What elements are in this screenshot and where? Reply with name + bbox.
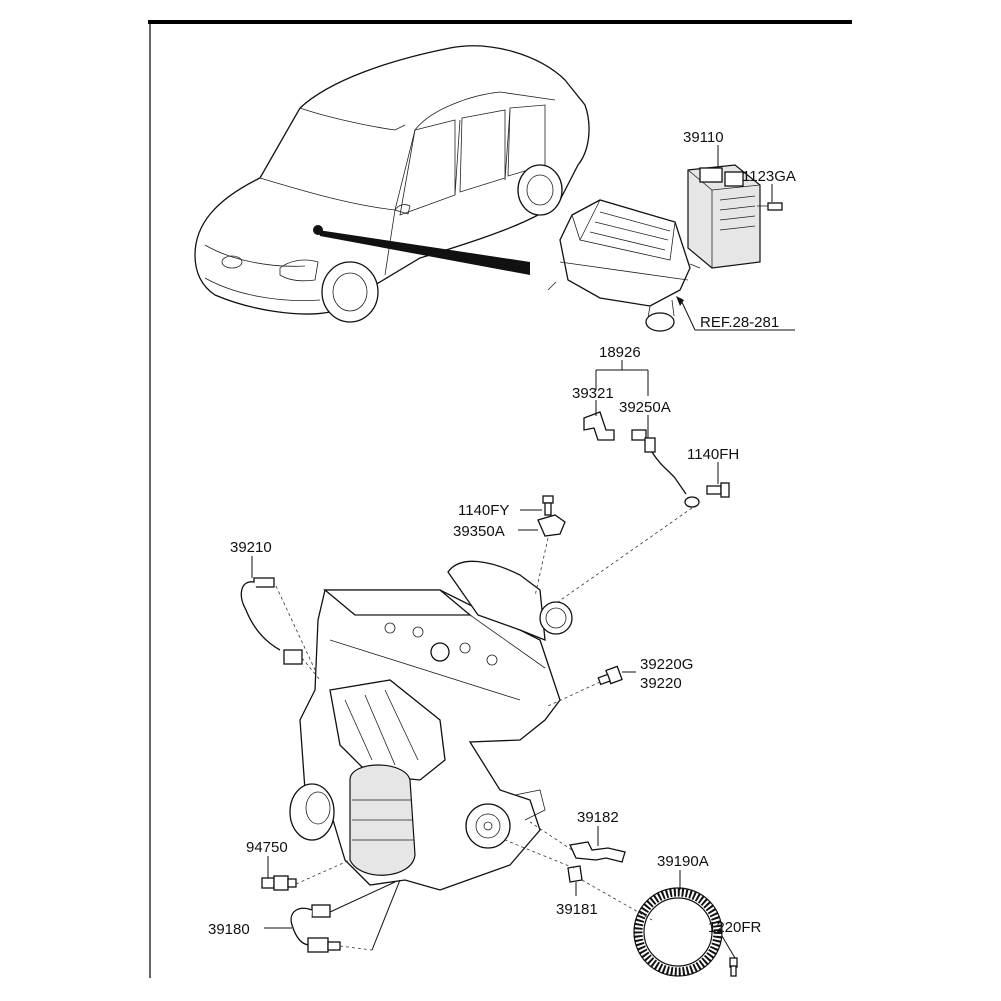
part-labels: 39110 1123GA REF.28-281 18926 39321 3925… [208,129,796,938]
label-39321: 39321 [572,385,614,402]
label-39182: 39182 [577,809,619,826]
car-illustration [194,45,590,323]
crank-bracket-39182 [569,841,626,863]
label-39110: 39110 [683,129,724,146]
leader-lines [251,145,795,959]
label-39350A: 39350A [453,523,505,540]
bolt-1140FY [542,495,554,516]
label-39220: 39220 [640,675,682,692]
engine-block [289,560,573,891]
label-39190A: 39190A [657,853,709,870]
label-ref-28-281: REF.28-281 [700,314,779,331]
bracket-39321 [583,411,615,441]
label-39181: 39181 [556,901,598,918]
label-1123GA: 1123GA [742,168,796,185]
label-1220FR: 1220FR [708,919,762,936]
ring-gear-39190A [633,887,723,977]
label-94750: 94750 [246,839,288,856]
map-sensor-39250A [631,429,700,508]
ecu-assembly [687,164,783,269]
o2-sensor-39180 [290,904,341,953]
label-1140FY: 1140FY [458,502,509,519]
o2-sensor-39210 [240,577,303,665]
label-39220G: 39220G [640,656,693,673]
label-18926: 18926 [599,344,641,361]
ecu-bolt-icon [767,202,783,211]
temp-sensor-39220 [597,665,623,686]
label-39180: 39180 [208,921,250,938]
crank-sensor-39181 [567,865,583,883]
air-cleaner [547,199,701,332]
bolt-1220FR [729,957,738,977]
oil-switch-94750 [261,875,297,891]
label-39210: 39210 [230,539,272,556]
bolt-1140FH [706,482,730,498]
label-39250A: 39250A [619,399,671,416]
knock-sensor-39350A [537,514,566,537]
label-1140FH: 1140FH [687,446,739,463]
